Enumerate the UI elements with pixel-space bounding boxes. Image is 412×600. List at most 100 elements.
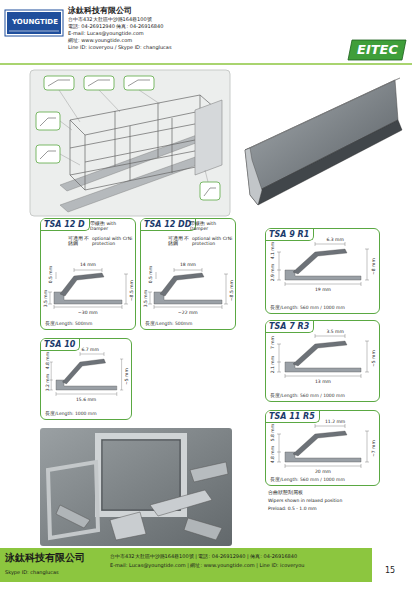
machine-illustration	[36, 145, 60, 163]
machine-illustration	[59, 90, 208, 182]
dimension-label: 15.6 mm	[76, 397, 96, 402]
machine-illustration	[200, 182, 220, 200]
profile-3d-illustration	[245, 78, 402, 205]
dimension-label: ~22 mm	[178, 310, 198, 315]
contact-text: E-mail: Lucas@youngtide.com | 網址: www.yo…	[110, 563, 305, 569]
product-panel: TSA 7 R3 長度/Length: 560 mm / 1000 mm	[265, 320, 380, 402]
dimension-label: 19 mm	[315, 287, 331, 292]
machine-illustration	[30, 70, 230, 216]
header-art	[7, 12, 61, 34]
machine-illustration	[70, 95, 215, 190]
frames-photo	[150, 490, 212, 516]
feature-note: 帶緩衝 with Damper	[90, 221, 130, 231]
length-note: 長度/Length: 1000 mm	[45, 411, 97, 416]
dimension-label: 6.7 mm	[82, 347, 99, 352]
frames-photo	[190, 462, 228, 482]
company-name: 泳鈦科技有限公司	[5, 552, 85, 564]
profile-3d-illustration	[250, 120, 402, 205]
feature-note: 帶緩衝 with Damper	[190, 221, 230, 231]
product-title: TSA 11 R5	[266, 411, 320, 423]
header-art	[5, 10, 63, 36]
dimension-label: 14 mm	[80, 262, 96, 267]
page-number: 15	[385, 566, 395, 575]
dimension-label: 4.1 mm	[270, 241, 275, 258]
dimension-label: 20 mm	[315, 469, 331, 474]
dimension-label: 3.2 mm	[45, 373, 50, 390]
machine-illustration	[70, 95, 215, 190]
product-title: TSA 12 D	[41, 219, 90, 231]
dimension-label: 4.8 mm	[45, 351, 50, 368]
dimension-label: 2.9 mm	[270, 263, 275, 280]
dimension-label: ~8 mm	[370, 258, 375, 275]
length-note: 長度/Length: 500mm	[45, 321, 92, 326]
header-text: E-mail: Lucas@youngtide.com	[68, 31, 144, 37]
machine-illustration	[84, 76, 114, 90]
brand-logo: EITEC	[357, 43, 398, 58]
dimension-label: 3.5 mm	[43, 289, 48, 306]
header-text: 網址: www.youngtide.com	[68, 38, 132, 44]
panel-profiles	[50, 352, 124, 396]
logo-text: YOUNGTIDE	[12, 18, 58, 26]
dimension-label: ~8.5 mm	[228, 280, 233, 301]
product-title: TSA 12 DD	[141, 219, 196, 231]
machine-illustration	[40, 80, 216, 196]
note-text: 合曲狀態刮屑板	[268, 490, 303, 495]
dimension-label: ~30 mm	[78, 310, 98, 315]
dimension-label: 0.5 mm	[48, 265, 53, 282]
header-art	[0, 63, 412, 64]
frames-photo	[40, 428, 232, 546]
machine-illustration	[70, 103, 215, 181]
option-note: 可適用 不銹鋼	[168, 236, 190, 246]
dimension-label: 11.2 mm	[325, 419, 345, 424]
panel-profiles	[148, 268, 228, 309]
header-text: Line ID: icoveryou / Skype ID: changluca…	[68, 45, 172, 51]
machine-illustration	[195, 100, 222, 175]
machine-illustration	[36, 76, 220, 200]
machine-illustration	[30, 70, 230, 216]
option-note: optional with CrNi protection	[192, 236, 234, 246]
frames-photo	[56, 505, 90, 528]
header-art	[0, 10, 412, 64]
dimension-label: 2.1 mm	[270, 355, 275, 372]
dimension-label: 13 mm	[315, 379, 331, 384]
header-text: 台中市432大肚區中沙路164巷100號	[68, 17, 152, 23]
panel-profiles	[277, 242, 369, 286]
product-title: TSA 9 R1	[266, 229, 314, 241]
machine-illustration	[36, 112, 60, 130]
dimension-label: 6.3 mm	[327, 237, 344, 242]
profile-3d-illustration	[245, 148, 262, 205]
product-title: TSA 7 R3	[266, 321, 314, 333]
product-title: TSA 10	[41, 339, 80, 351]
frames-photo	[110, 512, 146, 540]
header-art	[348, 40, 406, 60]
frames-photo	[184, 518, 222, 540]
panel-profiles	[277, 334, 369, 378]
frames-photo	[40, 428, 232, 546]
dimension-label: ~7 mm	[370, 440, 375, 457]
machine-illustration	[59, 90, 208, 182]
panel-profiles	[48, 268, 128, 309]
length-note: 長度/Length: 560 mm / 1000 mm	[270, 305, 345, 310]
header-text: 泳鈦科技有限公司	[68, 6, 132, 15]
footer-band: 泳鈦科技有限公司台中市432大肚區中沙路164巷100號 | 電話: 04-26…	[0, 548, 372, 582]
product-panel: TSA 11 R5長度/Length: 560 mm / 1000 mm	[265, 410, 380, 486]
dimension-label: 7 mm	[269, 336, 274, 349]
dimension-label: 0.5 mm	[148, 265, 153, 282]
frames-photo	[48, 462, 98, 538]
option-note: optional with CrNi protection	[92, 236, 134, 246]
note-text: Wipers shown in relaxed position	[268, 498, 342, 503]
length-note: 長度/Length: 560 mm / 1000 mm	[270, 393, 345, 398]
dimension-label: ~5 mm	[123, 368, 128, 385]
contact-text: Skype ID: changlucas	[5, 570, 59, 576]
dimension-label: 5.8 mm	[270, 423, 275, 440]
machine-illustration	[44, 76, 74, 90]
machine-illustration	[70, 95, 215, 135]
header-art	[9, 31, 59, 32]
header-text: 電話: 04-26912940 傳真: 04-26916840	[68, 24, 163, 30]
length-note: 長度/Length: 500mm	[145, 321, 192, 326]
panel-profiles	[277, 424, 369, 468]
product-panel: TSA 9 R1 長度/Length: 560 mm / 1000 mm	[265, 228, 380, 314]
machine-illustration	[124, 76, 154, 90]
